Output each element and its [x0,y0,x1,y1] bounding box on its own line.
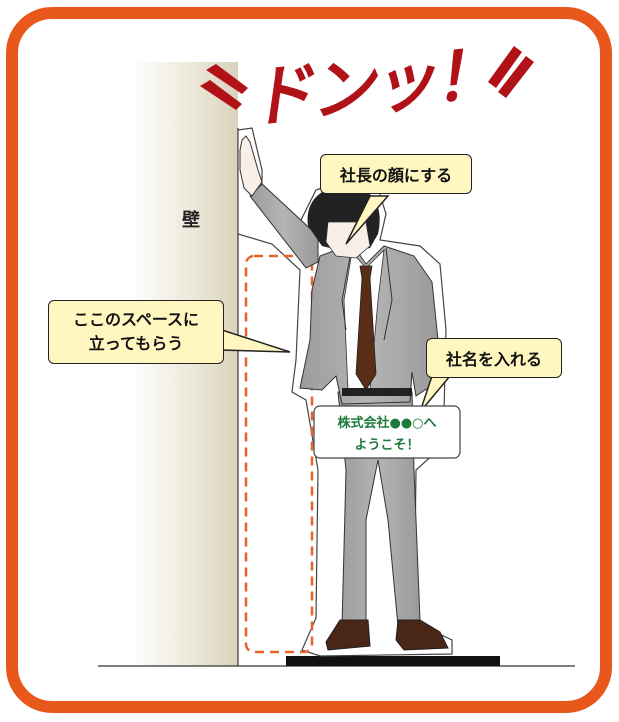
impact-lines [200,46,534,110]
shoe-right [395,619,449,651]
lapel [341,245,353,331]
lapel [383,247,393,341]
wall [130,62,238,666]
floor-base [286,656,500,666]
sign-line2: ようこそ！ [354,438,420,453]
callout-company-text: 社名を入れる [445,350,542,369]
callout-space: ここのスペースに 立ってもらう [48,300,224,364]
sign-line1: 株式会社●●○へ [337,416,437,431]
wall-label: 壁 [182,210,200,231]
belt [342,388,412,396]
raised-arm [249,183,319,269]
callout-space-line2: 立ってもらう [88,334,184,353]
standing-space-guide [244,254,314,654]
welcome-sign [313,405,461,459]
necktie [355,265,377,391]
callout-company: 社名を入れる [426,338,562,378]
callout-face-text: 社長の顔にする [339,166,453,185]
hand [239,135,263,197]
callout-space-line1: ここのスペースに [72,310,200,329]
callout-tail-face [345,195,390,245]
shoe-left [325,619,371,651]
callout-face: 社長の顔にする [320,154,472,194]
